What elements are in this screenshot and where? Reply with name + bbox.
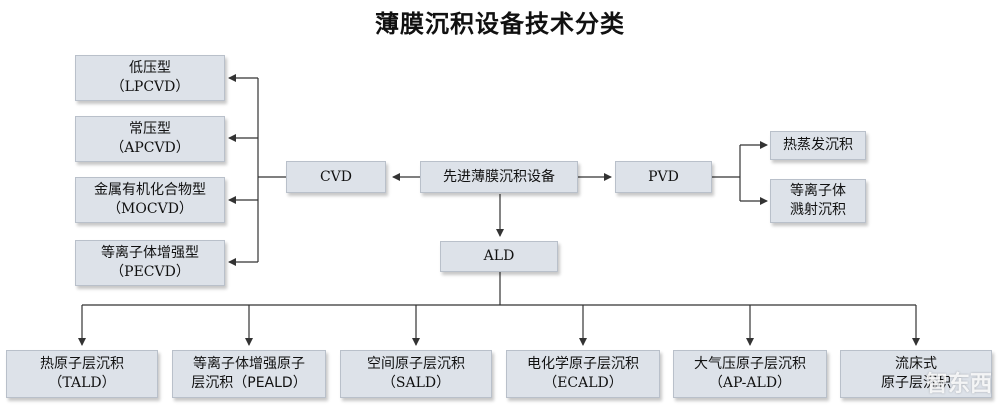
node-ald-fluidized-line2: 原子层沉积 (881, 375, 951, 391)
node-ald-fluidized: 流床式 原子层沉积 (840, 350, 992, 398)
node-ald-peald-line2: 层沉积（PEALD） (191, 375, 307, 391)
node-cvd-apcvd: 常压型 （APCVD） (75, 116, 225, 162)
connector-cvd-bracket (228, 74, 286, 266)
node-center: 先进薄膜沉积设备 (420, 161, 578, 193)
node-cvd-lpcvd: 低压型 （LPCVD） (75, 55, 225, 101)
node-cvd-mocvd-line1: 金属有机化合物型 (94, 182, 206, 198)
connector-ald-tree (78, 272, 920, 346)
node-ald-apald-line1: 大气压原子层沉积 (694, 356, 806, 372)
node-pvd-thermal-line1: 热蒸发沉积 (783, 137, 853, 153)
node-pvd: PVD (615, 161, 712, 193)
node-cvd-label: CVD (319, 168, 353, 185)
node-ald-sald: 空间原子层沉积 （SALD） (340, 350, 492, 398)
watermark-logo: 智东西 (925, 372, 992, 397)
diagram-title: 薄膜沉积设备技术分类 (375, 10, 625, 38)
node-ald-tald: 热原子层沉积 （TALD） (6, 350, 158, 398)
node-cvd-lpcvd-line1: 低压型 (129, 60, 171, 76)
node-cvd-pecvd-line1: 等离子体增强型 (101, 245, 199, 261)
node-pvd-sputter-line2: 溅射沉积 (790, 202, 846, 218)
node-pvd-sputter: 等离子体 溅射沉积 (770, 179, 866, 223)
node-ald-label: ALD (483, 248, 515, 264)
node-ald: ALD (440, 241, 558, 272)
connector-pvd-bracket (712, 141, 768, 205)
node-ald-ecald: 电化学原子层沉积 （ECALD） (506, 350, 660, 398)
node-ald-tald-line1: 热原子层沉积 (40, 356, 124, 372)
node-cvd-mocvd: 金属有机化合物型 （MOCVD） (75, 177, 225, 223)
node-pvd-thermal: 热蒸发沉积 (770, 131, 866, 160)
node-ald-tald-line2: （TALD） (48, 375, 116, 391)
node-cvd-lpcvd-line2: （LPCVD） (110, 79, 190, 95)
node-ald-apald-line2: （AP-ALD） (708, 375, 792, 391)
node-cvd-apcvd-line1: 常压型 (129, 121, 171, 137)
node-pvd-sputter-line1: 等离子体 (790, 183, 846, 199)
node-ald-ecald-line1: 电化学原子层沉积 (527, 356, 639, 372)
node-cvd-apcvd-line2: （APCVD） (110, 140, 190, 156)
node-ald-peald-line1: 等离子体增强原子 (193, 356, 305, 372)
node-cvd-pecvd-line2: （PECVD） (110, 264, 190, 280)
node-ald-apald: 大气压原子层沉积 （AP-ALD） (673, 350, 827, 398)
node-ald-peald: 等离子体增强原子 层沉积（PEALD） (172, 350, 326, 398)
node-cvd: CVD (286, 161, 386, 193)
node-pvd-label: PVD (648, 168, 679, 185)
node-ald-sald-line2: （SALD） (381, 375, 451, 391)
node-ald-fluidized-line1: 流床式 (895, 356, 937, 372)
node-cvd-pecvd: 等离子体增强型 （PECVD） (75, 240, 225, 286)
node-center-label: 先进薄膜沉积设备 (443, 168, 555, 185)
node-ald-sald-line1: 空间原子层沉积 (367, 356, 465, 372)
node-cvd-mocvd-line2: （MOCVD） (107, 201, 193, 217)
node-ald-ecald-line2: （ECALD） (543, 375, 623, 391)
